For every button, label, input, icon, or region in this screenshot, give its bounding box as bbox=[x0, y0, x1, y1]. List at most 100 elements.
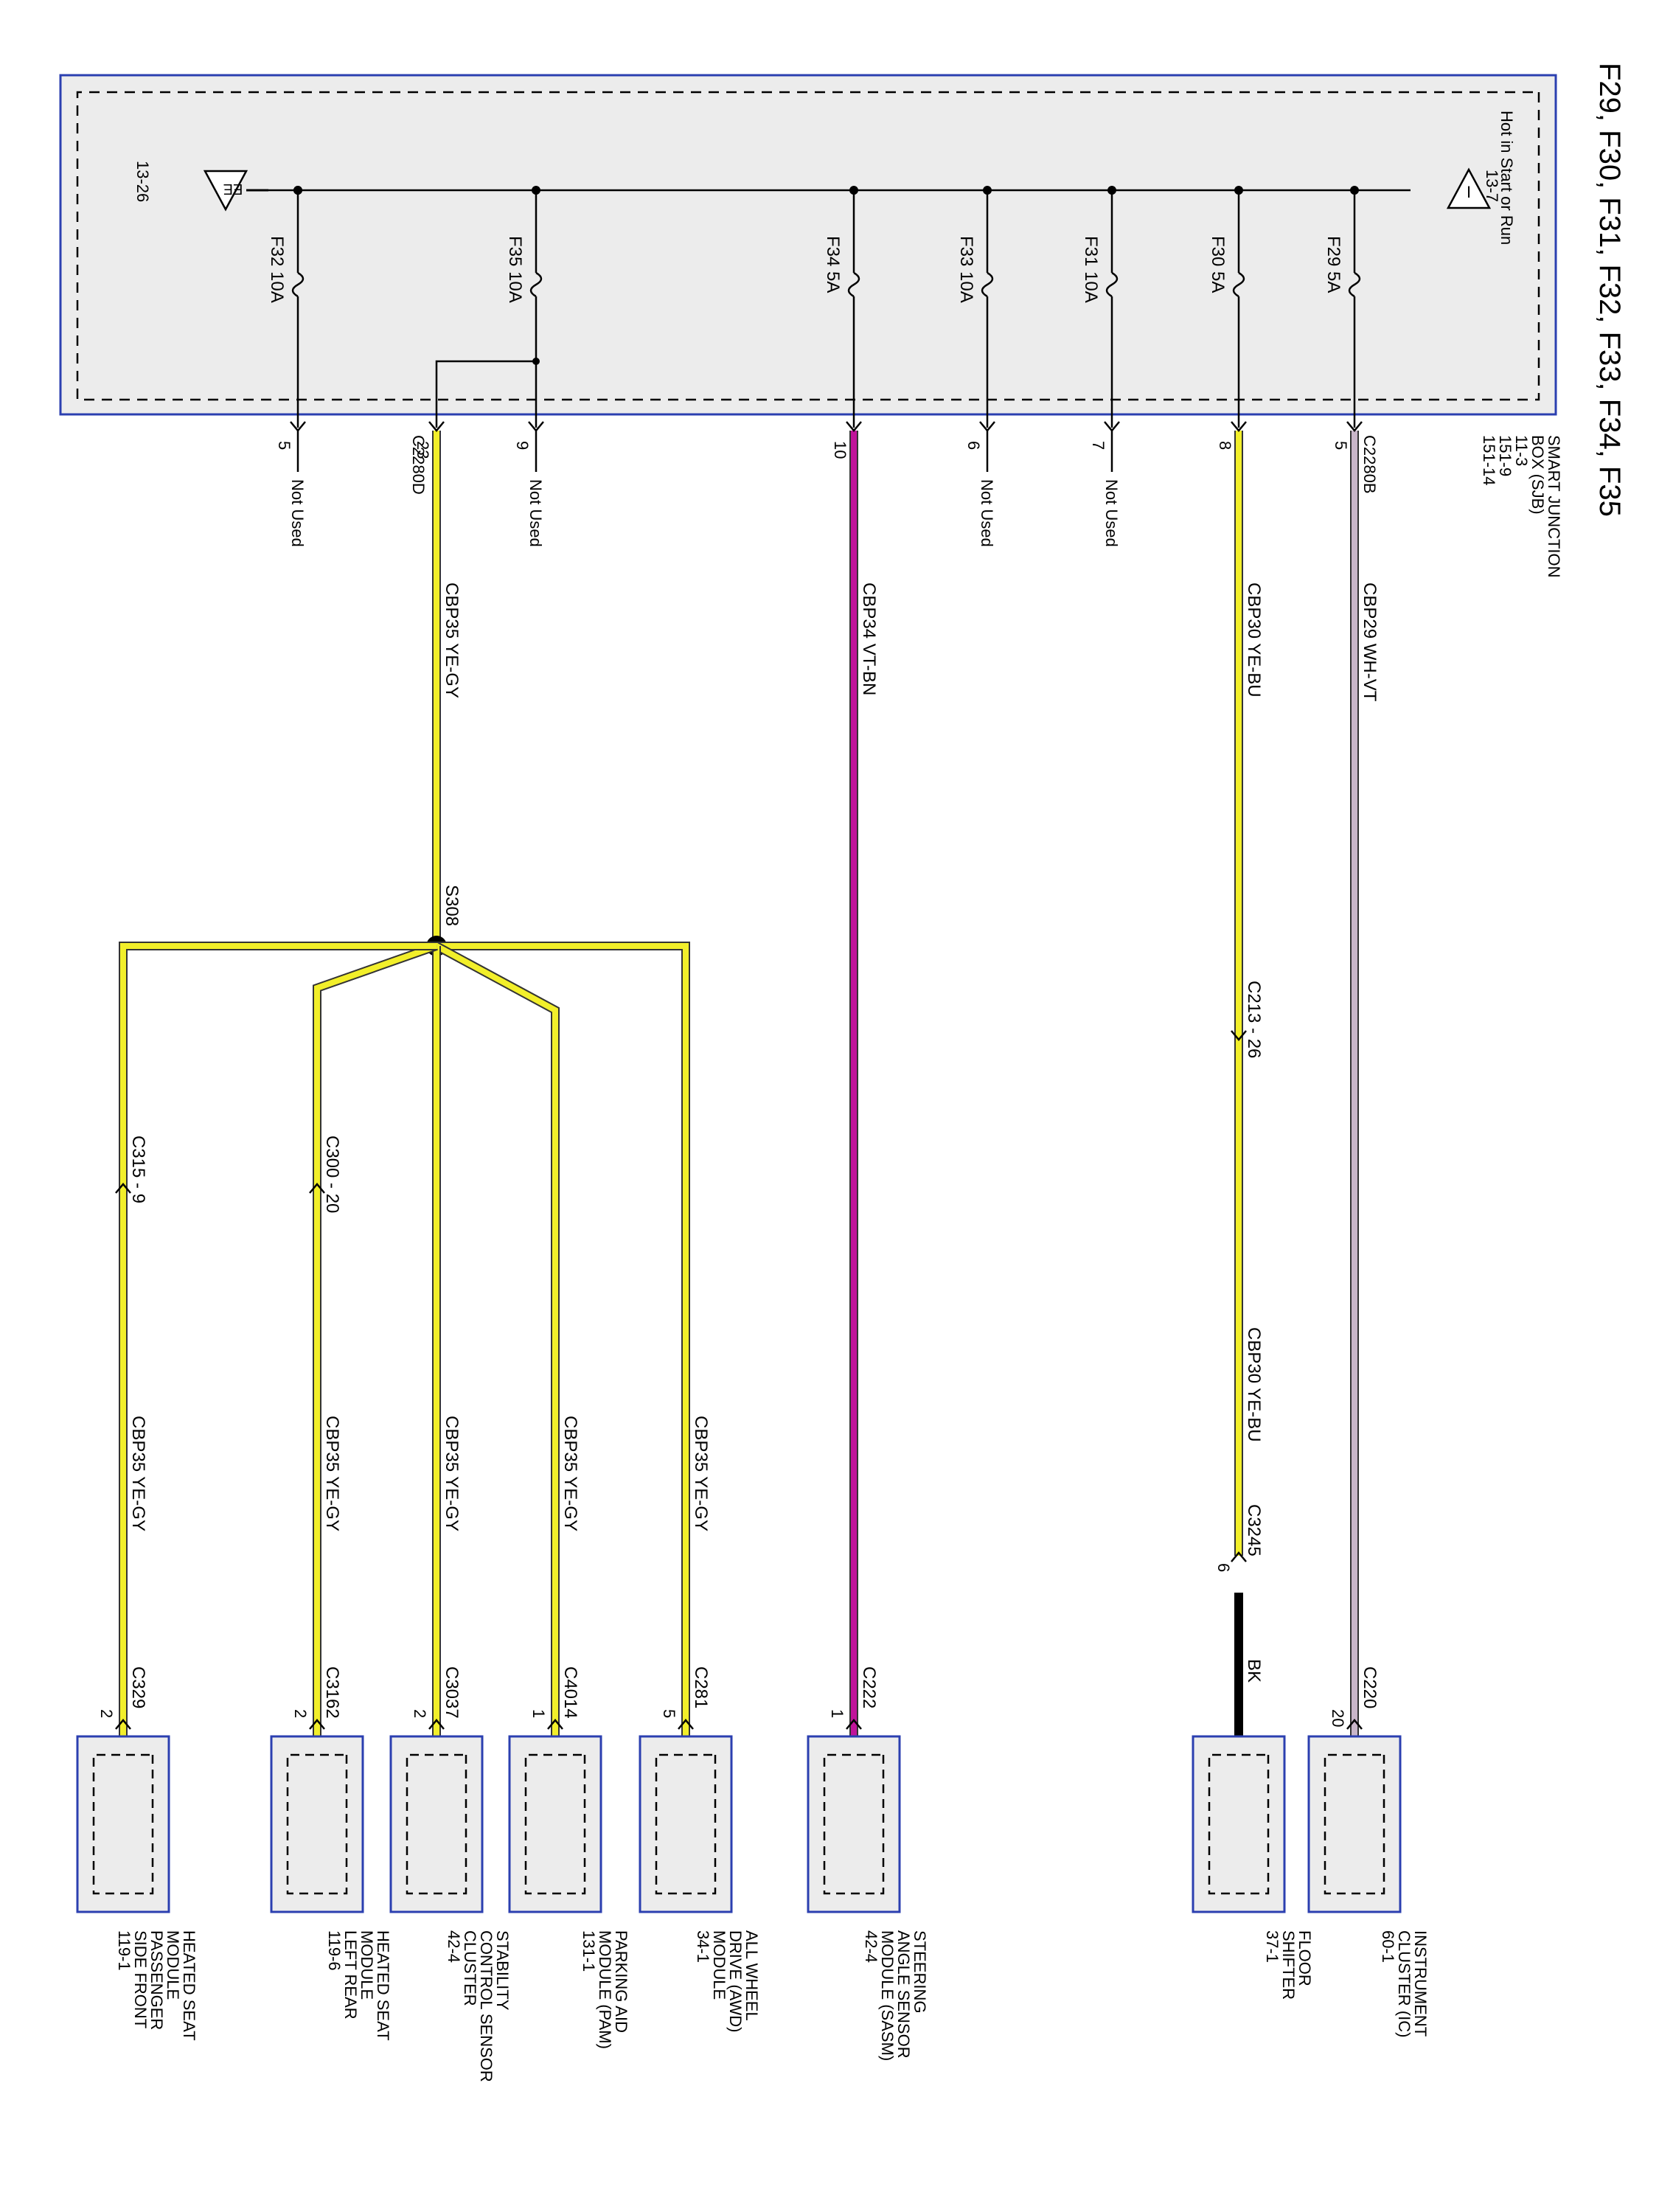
component-pin-number: 2 bbox=[97, 1709, 116, 1718]
fuse-label: F34 5A bbox=[823, 236, 843, 293]
f35-jog bbox=[435, 360, 536, 428]
sjb-name-line: BOX (SJB) bbox=[1528, 435, 1547, 515]
inline-connector-mark bbox=[1231, 1551, 1247, 1562]
component-pin-number: 20 bbox=[1329, 1709, 1347, 1727]
component-connector-label: C281 bbox=[691, 1666, 711, 1708]
component-name-line: INSTRUMENT bbox=[1411, 1930, 1430, 2037]
component-dashed-inner bbox=[286, 1753, 348, 1895]
connector-c2280b: C2280B bbox=[1360, 435, 1379, 494]
component-connector-chevron bbox=[309, 1719, 325, 1730]
circuit-label-cbp30: CBP30 YE-BU bbox=[1244, 582, 1264, 698]
component-name-line: STEERING bbox=[911, 1930, 929, 2013]
wire-cbp35-branch bbox=[437, 943, 689, 1736]
not-used-label: Not Used bbox=[1102, 479, 1121, 547]
component-box bbox=[389, 1735, 484, 1913]
component-name-line: FLOOR bbox=[1295, 1930, 1314, 1986]
component-box bbox=[270, 1735, 364, 1913]
circuit-label-cbp35: CBP35 YE-GY bbox=[322, 1416, 342, 1531]
component-dashed-inner bbox=[1208, 1753, 1270, 1895]
inline-connector-label: C315 - 9 bbox=[128, 1135, 148, 1203]
component-connector-chevron bbox=[846, 1719, 862, 1730]
component-dashed-inner bbox=[655, 1753, 717, 1895]
component-name-line: ALL WHEEL bbox=[742, 1930, 761, 2021]
component-name-line: 119-1 bbox=[115, 1930, 133, 1971]
component-box bbox=[508, 1735, 602, 1913]
component-pin-number: 2 bbox=[291, 1709, 310, 1718]
component-name-line: 34-1 bbox=[694, 1930, 712, 1963]
sjb-name-line: 151-9 bbox=[1496, 435, 1514, 476]
fuse-symbol bbox=[291, 271, 305, 298]
circuit-label-cbp35: CBP35 YE-GY bbox=[442, 1416, 462, 1531]
component-pin-number: 5 bbox=[660, 1709, 678, 1718]
component-name-line: MODULE (SASM) bbox=[878, 1930, 897, 2061]
wire-cbp35-branch-edge bbox=[313, 942, 438, 1736]
component-connector-chevron bbox=[678, 1719, 694, 1730]
component-box bbox=[1192, 1735, 1286, 1913]
component-name-line: 42-4 bbox=[445, 1930, 463, 1963]
sjb-name-line: 151-14 bbox=[1480, 435, 1498, 486]
component-connector-label: C222 bbox=[859, 1666, 879, 1708]
fuse-label: F32 10A bbox=[267, 236, 287, 303]
component-name-line: SIDE FRONT bbox=[131, 1930, 150, 2028]
component-dashed-inner bbox=[92, 1753, 154, 1895]
fuse-symbol bbox=[529, 271, 543, 298]
pin-number: 6 bbox=[964, 441, 983, 450]
fuse-symbol bbox=[1348, 271, 1361, 298]
component-connector-label: C220 bbox=[1360, 1666, 1380, 1708]
pin-chevron bbox=[1346, 421, 1363, 432]
bk-label: BK bbox=[1244, 1659, 1264, 1683]
sjb-box bbox=[59, 74, 1557, 416]
component-connector-chevron bbox=[115, 1719, 131, 1730]
circuit-label-cbp35: CBP35 YE-GY bbox=[442, 582, 462, 698]
component-name-line: CONTROL SENSOR bbox=[477, 1930, 495, 2082]
sjb-name-block: SMART JUNCTION BOX (SJB) 11-3 151-9 151-… bbox=[1480, 435, 1563, 578]
not-used-label: Not Used bbox=[288, 479, 307, 547]
component-connector-chevron bbox=[1346, 1719, 1363, 1730]
component-name-line: HEATED SEAT bbox=[374, 1930, 392, 2041]
circuit-label-cbp30: CBP30 YE-BU bbox=[1244, 1327, 1264, 1442]
component-name-line: CLUSTER bbox=[461, 1930, 479, 2006]
circuit-label-cbp34: CBP34 VT-BN bbox=[859, 582, 879, 695]
source-symbol-label: I bbox=[1467, 183, 1471, 201]
fuse-symbol bbox=[981, 271, 994, 298]
component-name-line: PARKING AID bbox=[612, 1930, 630, 2033]
component-name-line: MODULE bbox=[710, 1930, 728, 2000]
wire-cbp35-branch bbox=[120, 943, 437, 1736]
ground-ref-label: 13-26 bbox=[133, 161, 152, 202]
fuse-symbol bbox=[847, 271, 860, 298]
sjb-name-line: 11-3 bbox=[1512, 435, 1531, 466]
component-name-line: CLUSTER (IC) bbox=[1395, 1930, 1413, 2037]
fuse-label: F35 10A bbox=[505, 236, 525, 303]
circuit-label-cbp35: CBP35 YE-GY bbox=[560, 1416, 580, 1531]
wire-cbp35-branch bbox=[435, 943, 558, 1736]
inline-connector-c3245-pin: 6 bbox=[1214, 1563, 1233, 1572]
component-connector-label: C4014 bbox=[560, 1666, 580, 1719]
pin-number: 5 bbox=[1332, 441, 1350, 450]
component-name-line: MODULE (PAM) bbox=[596, 1930, 614, 2049]
component-name-line: DRIVE (AWD) bbox=[726, 1930, 745, 2033]
inline-connector-mark bbox=[1231, 1030, 1247, 1041]
fuse-label: F31 10A bbox=[1081, 236, 1101, 303]
inline-connector-mark bbox=[115, 1183, 131, 1194]
pin-number: 9 bbox=[513, 441, 532, 450]
pin-chevron bbox=[1231, 421, 1247, 432]
ground-symbol-label: EE bbox=[223, 181, 243, 197]
component-name-line: PASSENGER bbox=[147, 1930, 166, 2030]
component-box bbox=[807, 1735, 901, 1913]
component-name-line: MODULE bbox=[358, 1930, 376, 2000]
component-name-line: ANGLE SENSOR bbox=[894, 1930, 913, 2059]
component-dashed-inner bbox=[406, 1753, 467, 1895]
fuse-label: F29 5A bbox=[1324, 236, 1343, 293]
hot-in-start-run-label: Hot in Start or Run bbox=[1498, 111, 1516, 245]
wire-cbp35-branch-edge bbox=[437, 942, 690, 1736]
component-connector-label: C329 bbox=[128, 1666, 148, 1708]
component-name-line: 119-6 bbox=[325, 1930, 344, 1971]
inline-connector-c3245: C3245 bbox=[1244, 1504, 1264, 1557]
